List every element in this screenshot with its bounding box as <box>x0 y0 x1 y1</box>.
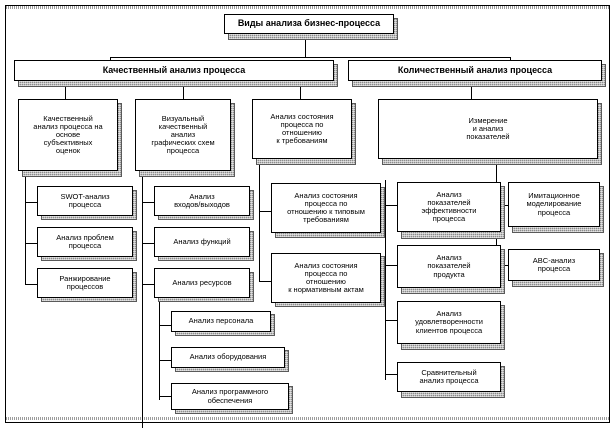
node-simulation[interactable]: Имитационное моделирование процесса <box>508 182 600 227</box>
connector-product <box>385 265 397 266</box>
connector-satisfaction <box>385 320 397 321</box>
connector-qual-down <box>65 85 66 99</box>
connector-efficiency <box>385 205 397 206</box>
connector-resources <box>142 284 154 285</box>
node-simulation-label: Имитационное моделирование процесса <box>526 191 582 217</box>
connector-root-down <box>305 38 306 57</box>
node-personnel[interactable]: Анализ персонала <box>171 311 271 332</box>
node-equipment-label: Анализ оборудования <box>189 352 267 362</box>
node-efficiency-label: Анализ показателей эффективности процесс… <box>421 189 477 224</box>
node-quantitative[interactable]: Количественный анализ процесса <box>348 60 602 81</box>
connector-typical <box>259 211 271 212</box>
node-io-label: Анализ входов/выходов <box>174 191 230 209</box>
node-product[interactable]: Анализ показателей продукта <box>397 245 501 288</box>
node-root[interactable]: Виды анализа бизнес-процесса <box>224 14 394 34</box>
connector-qual-down-2 <box>183 85 184 99</box>
node-resources[interactable]: Анализ ресурсов <box>154 268 250 298</box>
node-io[interactable]: Анализ входов/выходов <box>154 186 250 216</box>
node-state-req[interactable]: Анализ состояния процесса по отношению к… <box>252 99 352 159</box>
connector-swot <box>25 202 37 203</box>
node-functions-label: Анализ функций <box>173 236 231 246</box>
node-comparative[interactable]: Сравнительный анализ процесса <box>397 362 501 392</box>
node-product-label: Анализ показателей продукта <box>427 253 471 279</box>
frame-top-band <box>6 6 609 9</box>
connector-qual-down-3 <box>300 85 301 99</box>
spine-state-req <box>259 160 260 282</box>
connector-io <box>142 202 154 203</box>
node-subjective[interactable]: Качественный анализ процесса на основе с… <box>18 99 118 171</box>
node-resources-label: Анализ ресурсов <box>172 277 232 287</box>
connector-quant-down <box>471 85 472 99</box>
node-ranking-label: Ранжирование процессов <box>59 273 111 291</box>
node-problems[interactable]: Анализ проблем процесса <box>37 227 133 257</box>
node-ranking[interactable]: Ранжирование процессов <box>37 268 133 298</box>
node-measurement[interactable]: Измерение и анализ показателей <box>378 99 598 159</box>
node-swot-label: SWOT-анализ процесса <box>60 191 110 209</box>
connector-personnel <box>159 325 171 326</box>
node-software[interactable]: Анализ программного обеспечения <box>171 383 289 410</box>
node-measurement-label: Измерение и анализ показателей <box>466 115 510 142</box>
node-typical-label: Анализ состояния процесса по отношению к… <box>287 190 365 225</box>
node-swot[interactable]: SWOT-анализ процесса <box>37 186 133 216</box>
node-normative-label: Анализ состояния процесса по отношению к… <box>288 260 364 295</box>
node-problems-label: Анализ проблем процесса <box>56 232 114 250</box>
node-qualitative[interactable]: Качественный анализ процесса <box>14 60 334 81</box>
node-satisfaction-label: Анализ удовлетворенности клиентов процес… <box>415 309 483 335</box>
connector-comparative <box>385 374 397 375</box>
node-abc-label: ABC-анализ процесса <box>532 255 576 273</box>
node-equipment[interactable]: Анализ оборудования <box>171 347 285 368</box>
node-normative[interactable]: Анализ состояния процесса по отношению к… <box>271 253 381 303</box>
connector-equipment <box>159 360 171 361</box>
node-quantitative-label: Количественный анализ процесса <box>397 64 553 75</box>
node-root-label: Виды анализа бизнес-процесса <box>237 18 381 29</box>
node-state-req-label: Анализ состояния процесса по отношению к… <box>270 111 334 146</box>
node-software-label: Анализ программного обеспечения <box>191 387 269 405</box>
node-typical[interactable]: Анализ состояния процесса по отношению к… <box>271 183 381 233</box>
node-qualitative-label: Качественный анализ процесса <box>102 64 246 75</box>
connector-ranking <box>25 284 37 285</box>
node-visual-label: Визуальный качественный анализ графическ… <box>151 113 215 156</box>
node-personnel-label: Анализ персонала <box>188 316 254 326</box>
connector-software <box>159 396 171 397</box>
frame-bottom-band <box>6 417 609 420</box>
node-abc[interactable]: ABC-анализ процесса <box>508 249 600 281</box>
spine-visual <box>142 175 143 428</box>
spine-visual-lower <box>159 300 160 400</box>
connector-problems <box>25 243 37 244</box>
node-functions[interactable]: Анализ функций <box>154 227 250 257</box>
connector-root-bus <box>110 57 510 58</box>
spine-subjective <box>25 175 26 284</box>
connector-normative <box>259 281 271 282</box>
outer-frame <box>5 5 610 423</box>
node-satisfaction[interactable]: Анализ удовлетворенности клиентов процес… <box>397 301 501 344</box>
spine-measurement <box>385 180 386 380</box>
node-efficiency[interactable]: Анализ показателей эффективности процесс… <box>397 182 501 232</box>
node-comparative-label: Сравнительный анализ процесса <box>419 367 479 385</box>
connector-functions <box>142 243 154 244</box>
node-visual[interactable]: Визуальный качественный анализ графическ… <box>135 99 231 171</box>
node-subjective-label: Качественный анализ процесса на основе с… <box>33 113 103 156</box>
